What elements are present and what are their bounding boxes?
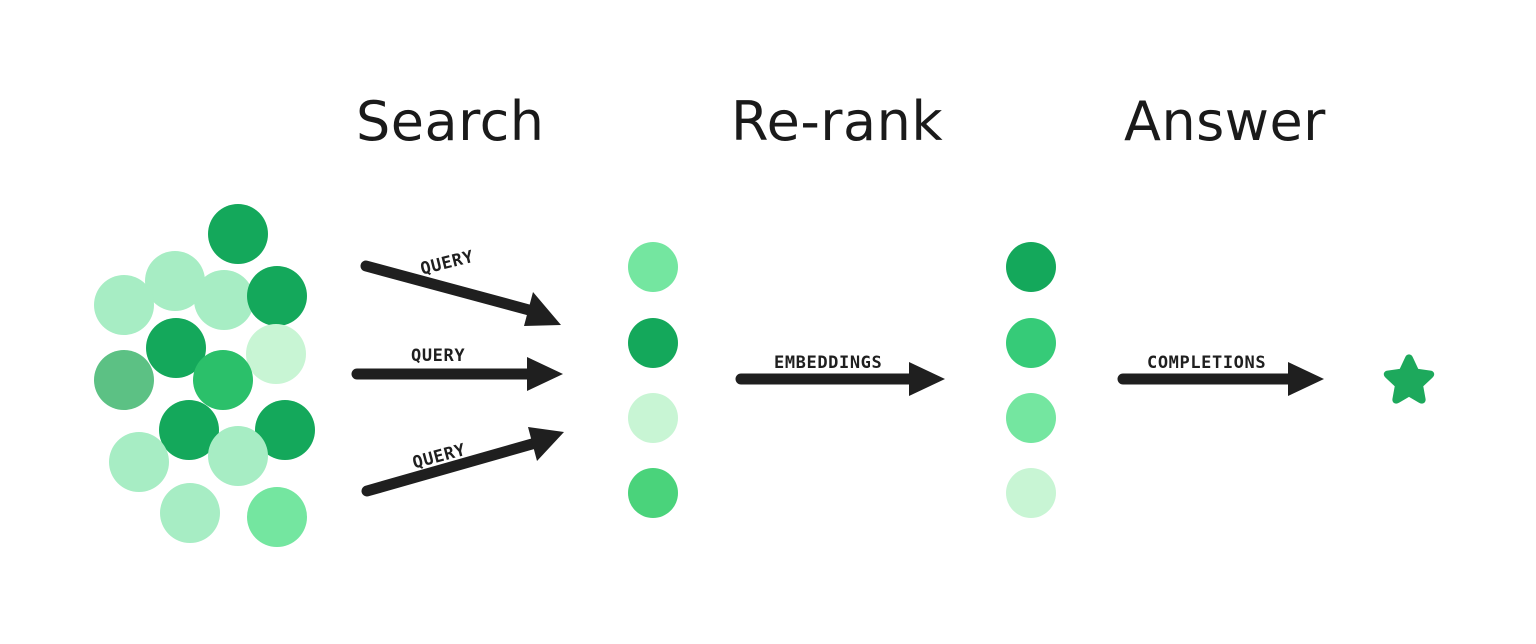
arrow-label-query-bottom: QUERY <box>410 440 468 474</box>
document-dot <box>208 204 268 264</box>
stage-title-rerank: Re-rank <box>731 90 944 153</box>
star-icon <box>1383 354 1435 404</box>
answer-dot <box>1006 242 1056 292</box>
arrow-label-embeddings: EMBEDDINGS <box>774 353 883 373</box>
rerank-dot <box>628 468 678 518</box>
document-dot <box>247 487 307 547</box>
answer-dot <box>1006 318 1056 368</box>
stage-title-answer: Answer <box>1124 90 1326 153</box>
document-dot <box>194 270 254 330</box>
rerank-dot <box>628 242 678 292</box>
document-dot <box>208 426 268 486</box>
answer-dot <box>1006 393 1056 443</box>
document-dot <box>246 324 306 384</box>
arrow-label-completions: COMPLETIONS <box>1147 353 1267 373</box>
stage-title-search: Search <box>356 90 545 153</box>
answer-star <box>1381 351 1437 407</box>
document-dot <box>94 275 154 335</box>
rerank-dot <box>628 318 678 368</box>
document-dot <box>94 350 154 410</box>
document-dot <box>160 483 220 543</box>
rerank-dot <box>628 393 678 443</box>
arrow-label-query-mid: QUERY <box>411 346 466 366</box>
document-dot <box>109 432 169 492</box>
arrow-label-query-top: QUERY <box>418 246 476 280</box>
arrow-query-top <box>360 260 561 326</box>
document-dot <box>247 266 307 326</box>
document-dot <box>193 350 253 410</box>
answer-dot <box>1006 468 1056 518</box>
